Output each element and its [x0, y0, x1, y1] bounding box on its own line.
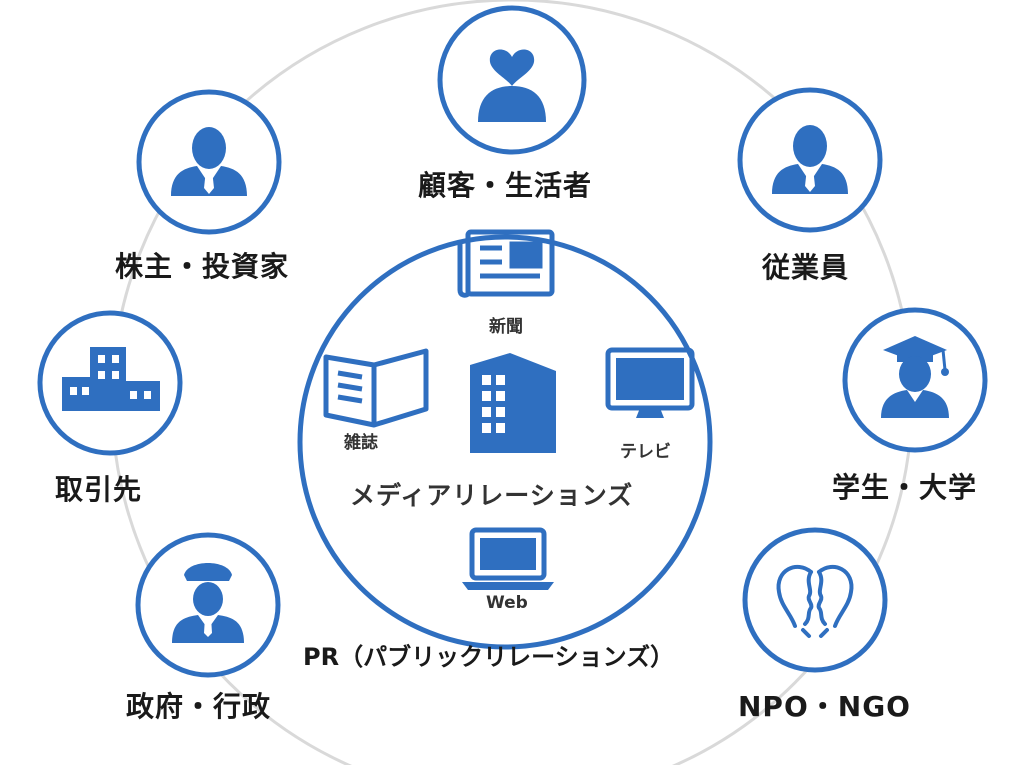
buildings-icon — [62, 347, 160, 411]
label-shareholders: 株主・投資家 — [115, 250, 290, 283]
label-public-relations: PR（パブリックリレーションズ） — [303, 643, 675, 671]
node-npo — [742, 527, 888, 673]
node-customer — [437, 5, 587, 155]
label-partners: 取引先 — [55, 473, 143, 506]
two-faces-icon — [776, 564, 854, 638]
node-partners — [37, 310, 183, 456]
node-shareholders — [136, 89, 282, 235]
label-employee: 従業員 — [762, 251, 850, 284]
label-web: Web — [486, 593, 528, 613]
label-media-relations: メディアリレーションズ — [350, 481, 634, 510]
label-newspaper: 新聞 — [489, 317, 523, 337]
node-government — [135, 532, 281, 678]
investor-icon — [171, 127, 247, 196]
label-student: 学生・大学 — [832, 471, 978, 504]
person-heart-icon — [478, 49, 546, 122]
officer-icon — [172, 563, 244, 643]
employee-icon — [772, 125, 848, 194]
graduate-icon — [881, 336, 949, 418]
laptop-icon — [462, 527, 554, 590]
company-building-icon — [470, 353, 556, 453]
label-magazine: 雑誌 — [344, 433, 378, 453]
magazine-icon — [323, 348, 429, 428]
label-government: 政府・行政 — [126, 690, 272, 723]
label-npo: NPO・NGO — [738, 690, 911, 723]
newspaper-icon — [457, 229, 555, 298]
label-customer: 顧客・生活者 — [418, 169, 593, 202]
tv-icon — [605, 347, 695, 418]
label-tv: テレビ — [620, 442, 671, 462]
node-student — [842, 307, 988, 453]
node-employee — [737, 87, 883, 233]
